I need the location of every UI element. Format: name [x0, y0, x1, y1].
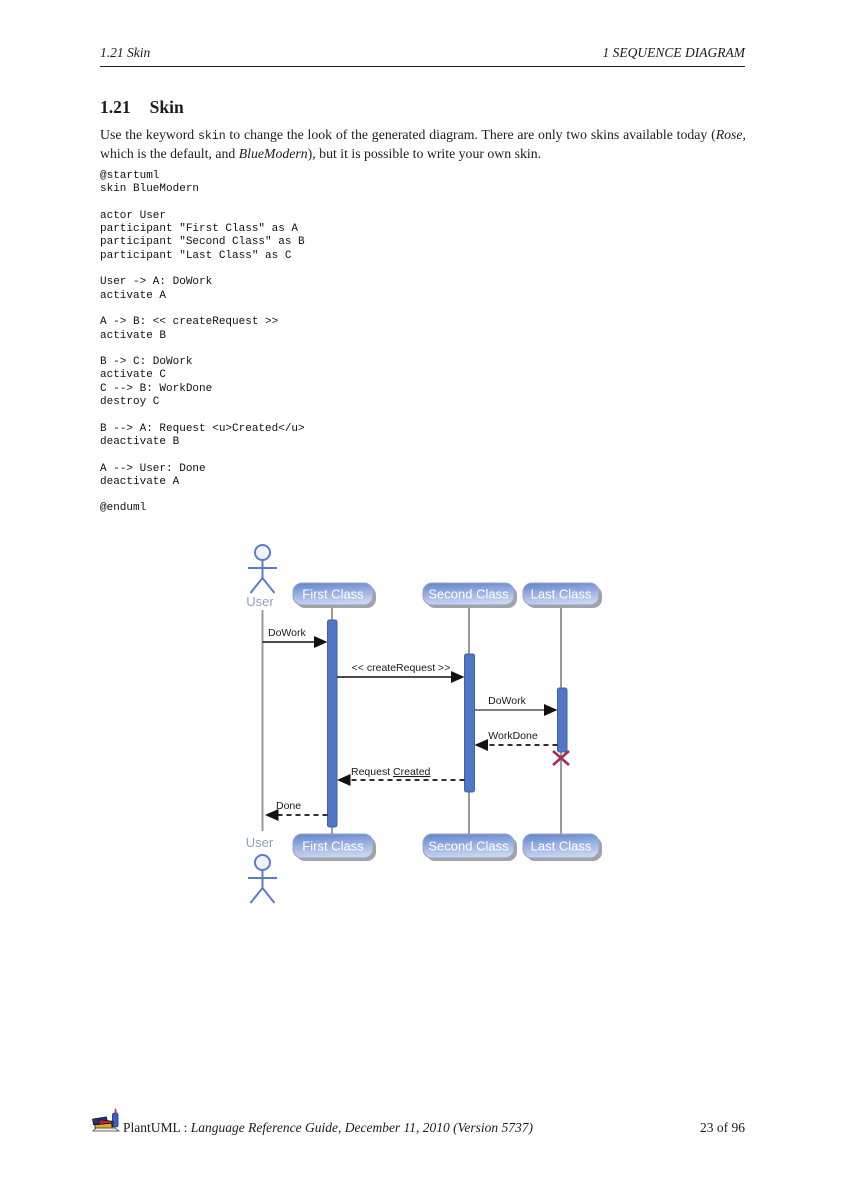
arrowhead-icon	[337, 774, 351, 786]
plantuml-code-listing: @startuml skin BlueModern actor User par…	[100, 170, 305, 515]
arrowhead-icon	[265, 809, 279, 821]
message-dowork-b-c: DoWork	[474, 695, 558, 716]
message-label: Request Created	[351, 766, 431, 778]
activation-second-class	[464, 653, 475, 793]
participant-label-second-class-bottom: Second Class	[428, 839, 509, 854]
activation-last-class	[557, 687, 568, 753]
arrowhead-icon	[314, 636, 328, 648]
page-header: 1.21 Skin 1 SEQUENCE DIAGRAM	[100, 45, 745, 67]
sequence-diagram: First Class Second Class Last Class Firs…	[230, 535, 615, 917]
participant-box-last-class	[522, 582, 600, 606]
plantuml-logo-icon	[92, 1108, 121, 1132]
section-heading: 1.21 Skin	[100, 97, 184, 118]
actor-head	[254, 544, 271, 561]
message-done: Done	[265, 800, 328, 821]
participant-label-last-class-bottom: Last Class	[531, 839, 592, 854]
participant-box-second-class-bottom	[422, 833, 515, 859]
intro-text: ), but it is possible to write your own …	[307, 146, 542, 162]
sequence-diagram-svg: First Class Second Class Last Class Firs…	[246, 544, 602, 904]
intro-text: Use the keyword	[100, 127, 199, 142]
message-label-underlined: Created	[393, 766, 431, 778]
lifelines	[261, 605, 562, 834]
header-section-ref: 1.21 Skin	[100, 45, 151, 60]
message-label: WorkDone	[488, 730, 538, 742]
actor-figure-bottom	[248, 854, 277, 904]
intro-keyword: skin	[198, 130, 226, 143]
arrowhead-icon	[474, 739, 488, 751]
page-footer: PlantUML : Language Reference Guide, Dec…	[92, 1108, 745, 1136]
message-label: << createRequest >>	[352, 662, 451, 674]
arrowhead-icon	[451, 671, 465, 683]
activation-bars	[327, 619, 568, 828]
actor-head	[254, 854, 271, 871]
footer-text: PlantUML : Language Reference Guide, Dec…	[123, 1120, 533, 1136]
participant-boxes-top: First Class Second Class Last Class	[292, 582, 602, 608]
message-workdone: WorkDone	[474, 730, 558, 751]
intro-text: , which is the default, and	[100, 127, 746, 162]
participant-label-first-class-bottom: First Class	[302, 839, 364, 854]
header-chapter-ref: 1 SEQUENCE DIAGRAM	[602, 45, 745, 60]
participant-box-first-class-bottom	[292, 833, 374, 859]
message-dowork-user-a: DoWork	[262, 627, 328, 648]
actor-figure-top	[248, 544, 277, 594]
participant-label-second-class: Second Class	[428, 587, 509, 602]
participant-box-first-class	[292, 582, 374, 606]
message-label: DoWork	[268, 627, 306, 639]
actor-label-bottom: User	[246, 835, 274, 850]
message-request-created: Request Created	[337, 766, 465, 786]
footer-doc-title: Language Reference Guide, December 11, 2…	[190, 1120, 534, 1135]
participant-boxes-bottom: First Class Second Class Last Class	[292, 833, 602, 861]
message-label: DoWork	[488, 695, 526, 707]
intro-text: to change the look of the generated diag…	[225, 127, 716, 142]
destroy-x-icon	[552, 750, 570, 766]
section-title: Skin	[149, 97, 184, 117]
participant-label-first-class: First Class	[302, 587, 364, 602]
intro-paragraph: Use the keyword skin to change the look …	[100, 126, 746, 162]
participant-box-last-class-bottom	[522, 833, 600, 859]
activation-first-class	[327, 619, 338, 828]
intro-skin-bluemodern: BlueModern	[238, 146, 308, 162]
actor-label-top: User	[246, 594, 274, 609]
participant-box-second-class	[422, 582, 515, 606]
message-createrequest: << createRequest >>	[337, 662, 465, 683]
intro-skin-rose: Rose	[715, 127, 743, 142]
participant-label-last-class: Last Class	[531, 587, 592, 602]
message-label-prefix: Request	[351, 766, 393, 778]
section-number: 1.21	[100, 97, 131, 117]
footer-page-number: 23 of 96	[700, 1120, 745, 1135]
footer-brand: PlantUML :	[123, 1120, 191, 1135]
arrowhead-icon	[544, 704, 558, 716]
message-label: Done	[276, 800, 301, 812]
